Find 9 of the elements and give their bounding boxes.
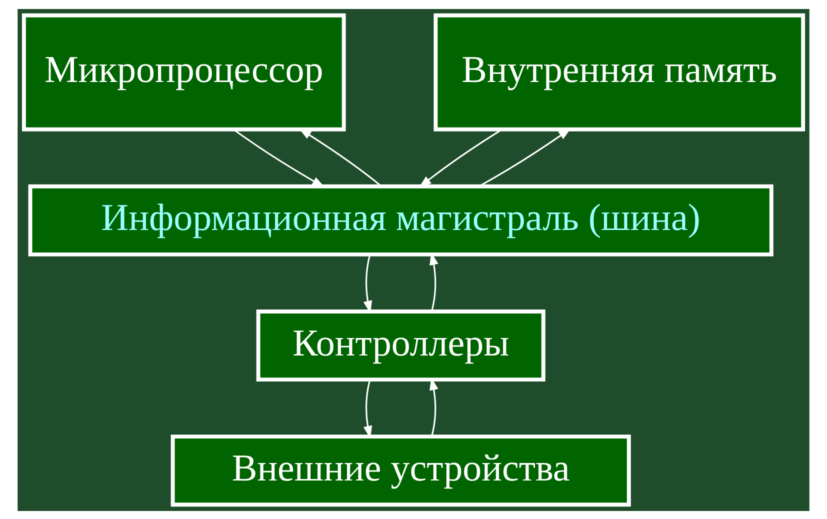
arrow bbox=[233, 128, 325, 187]
arrow bbox=[430, 376, 438, 436]
arrow bbox=[418, 128, 502, 188]
node-box: Информационная магистраль (шина) bbox=[28, 184, 774, 256]
node-box: Контроллеры bbox=[256, 308, 546, 382]
node-box: Микропроцессор bbox=[22, 12, 346, 131]
arrow bbox=[430, 252, 438, 311]
node-box: Внешние устройства bbox=[170, 434, 631, 506]
node-box: Внутренняя память bbox=[434, 12, 806, 131]
